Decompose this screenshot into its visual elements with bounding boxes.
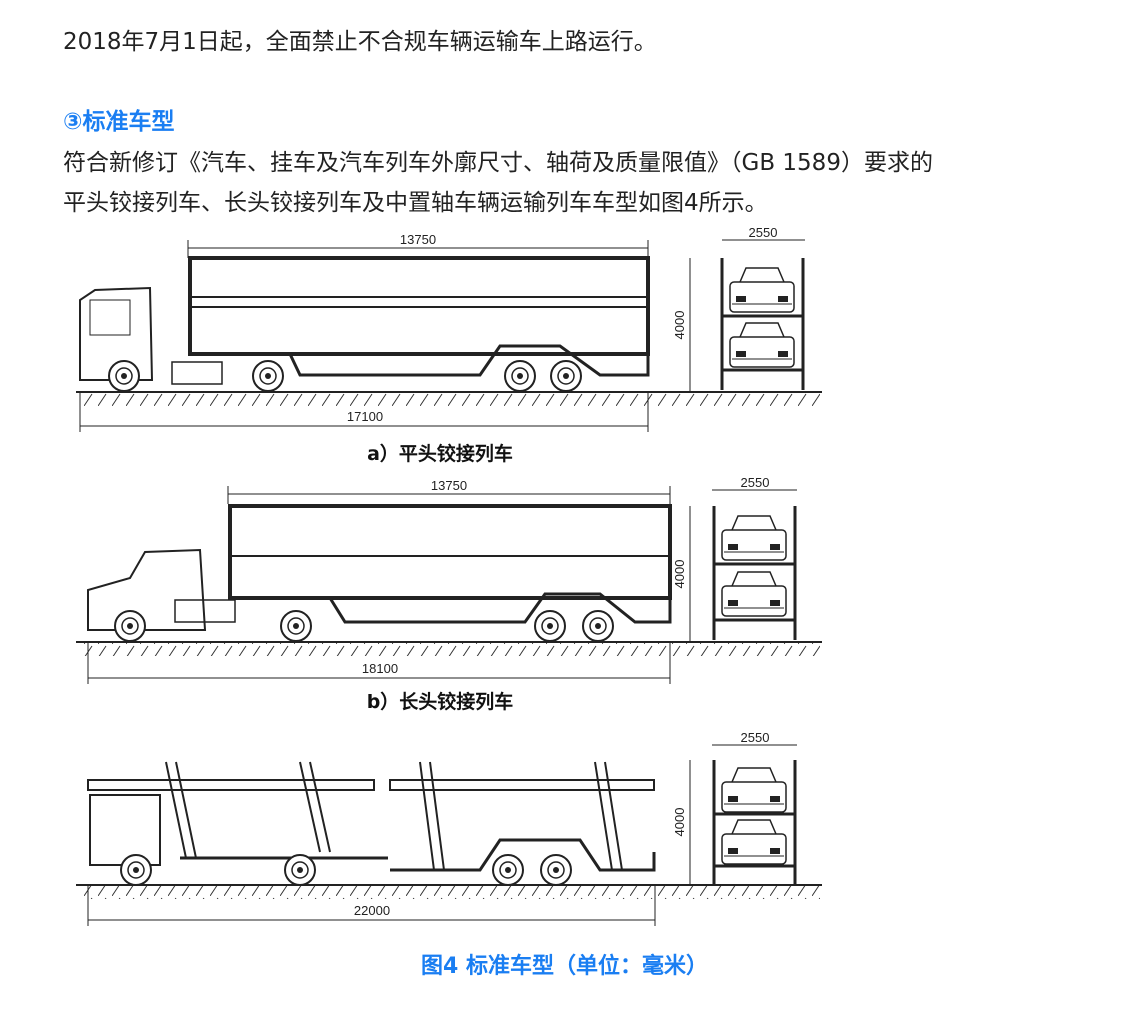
trailer-box [228,504,672,600]
dimension-height: 4000 [672,808,687,837]
dimension-cargo-length: 13750 [400,232,436,247]
ground-hatch [80,392,820,406]
paragraph-standard-line-2: 平头铰接列车、长头铰接列车及中置轴车辆运输列车车型如图4所示。 [63,190,768,216]
panel-label: b）长头铰接列车 [367,690,514,713]
cab-flat [89,794,161,866]
cab-flat [79,286,154,381]
section-heading: ③标准车型 [63,109,175,135]
panel-label: a）平头铰接列车 [367,442,513,465]
panel-c-center-axle-car-carrier: 4000 22000 2550 [76,730,822,926]
dimension-width: 2550 [741,475,770,490]
dimension-total-length: 18100 [362,661,398,676]
dimension-width: 2550 [741,730,770,745]
dimension-cargo-length: 13750 [431,478,467,493]
dimension-total-length: 22000 [354,903,390,918]
rear-view [720,258,805,390]
dimension-height: 4000 [672,560,687,589]
dimension-width: 2550 [749,225,778,240]
panel-b-long-head-articulated: 13750 4000 18100 2550 b）长头铰接列车 [76,475,822,713]
rear-view [712,506,797,640]
ground-hatch [80,885,820,899]
paragraph-regulation-date: 2018年7月1日起，全面禁止不合规车辆运输车上路运行。 [63,29,657,55]
dimension-total-length: 17100 [347,409,383,424]
ground-hatch [80,642,820,656]
paragraph-standard-line-1: 符合新修订《汽车、挂车及汽车列车外廓尺寸、轴荷及质量限值》（GB 1589）要求… [63,150,933,176]
rear-view [712,760,797,884]
figure-caption: 图4 标准车型（单位：毫米） [421,954,708,979]
panel-a-flat-head-articulated: 13750 4000 17100 2550 a）平头铰接列车 [76,225,822,465]
dimension-height: 4000 [672,311,687,340]
cab-long-nose [87,548,207,631]
